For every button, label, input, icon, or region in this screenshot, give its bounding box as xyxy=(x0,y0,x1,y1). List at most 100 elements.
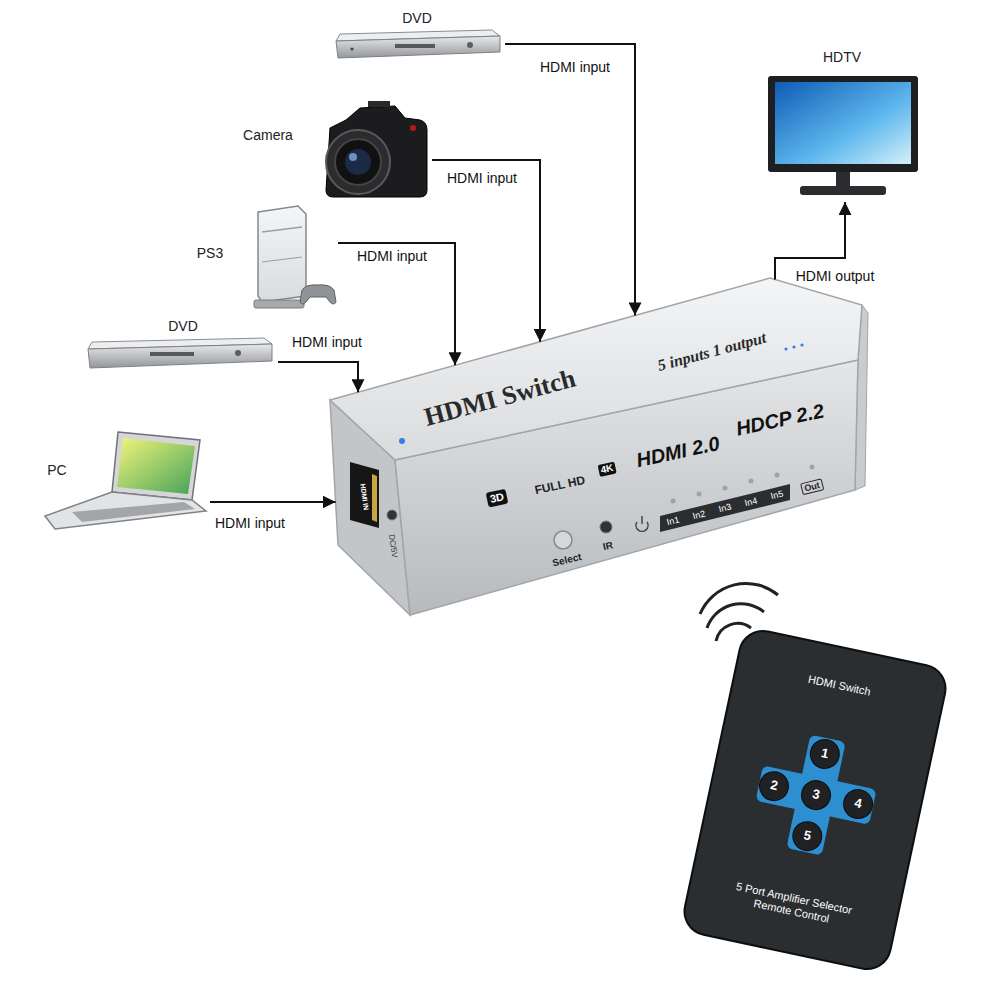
input-led xyxy=(749,479,754,484)
node-label: DVD xyxy=(168,318,198,334)
device-node: DVD xyxy=(330,5,505,62)
tv-frame xyxy=(768,76,918,172)
camera-lens-glint xyxy=(349,153,357,161)
part-label: 3D xyxy=(486,489,509,507)
camera-hotshoe xyxy=(368,101,390,107)
tv-neck xyxy=(836,172,850,186)
connection-label: HDMI input xyxy=(538,59,612,75)
node-label: 5 xyxy=(802,828,812,844)
dvd-knob xyxy=(235,350,241,356)
select-button xyxy=(554,531,572,549)
ir-window xyxy=(600,521,612,533)
node-label: 2 xyxy=(769,778,779,794)
camera-light xyxy=(410,125,416,131)
node-label: HDTV xyxy=(823,49,861,65)
laptop-screen xyxy=(117,438,195,494)
input-strip xyxy=(660,484,790,532)
camera-body xyxy=(326,106,427,197)
dvd-front-face xyxy=(88,344,272,368)
dvd-tray xyxy=(395,44,435,48)
ps3-controller xyxy=(300,285,336,304)
tv-base xyxy=(800,186,886,195)
remote-drawing xyxy=(680,627,950,974)
node-label: DVD xyxy=(402,10,432,26)
hdmi-cable-arrow xyxy=(432,160,540,342)
part-label: HDMI IN xyxy=(358,483,370,511)
dvd-front-face xyxy=(336,36,500,58)
hdmi-cable-arrow xyxy=(210,501,336,503)
connection-label: HDMI input xyxy=(445,170,519,186)
remote-button: 1 xyxy=(808,737,841,770)
part-label: FULL HD xyxy=(534,474,587,498)
power-symbol xyxy=(641,516,643,524)
dvd-knob xyxy=(467,42,473,48)
laptop-lid xyxy=(112,432,200,500)
ps3-slot xyxy=(262,227,302,232)
remote-button: 2 xyxy=(757,770,790,803)
tv-screen xyxy=(775,82,911,164)
camera-lens-glass xyxy=(345,149,371,175)
node-label: PS3 xyxy=(197,245,223,261)
remote-button: 4 xyxy=(841,787,874,820)
device-node: PS3 xyxy=(188,198,338,310)
connection-label: HDMI input xyxy=(213,515,287,531)
device-node: PC xyxy=(38,425,210,535)
input-led xyxy=(775,473,780,478)
node-label: 1 xyxy=(820,746,830,762)
connection-label: HDMI output xyxy=(794,268,877,284)
camera-lens xyxy=(326,130,390,194)
dc-jack xyxy=(387,510,397,520)
dvd-button xyxy=(351,48,354,51)
node-label: PC xyxy=(47,462,66,478)
connection-label: HDMI input xyxy=(355,248,429,264)
blue-dot xyxy=(784,347,787,350)
laptop-base xyxy=(45,492,206,529)
camera-lens-ring xyxy=(335,139,381,185)
ps3-stand xyxy=(254,300,304,308)
node-label: HDMI Switch xyxy=(807,673,872,699)
output-led xyxy=(810,465,815,470)
part-label: Select xyxy=(551,551,582,569)
device-node: DVD xyxy=(82,313,278,371)
input-led xyxy=(723,486,728,491)
ps3-console xyxy=(258,206,306,302)
switch-top-face xyxy=(330,278,862,460)
remote-button: 3 xyxy=(799,779,832,812)
node-label: 3 xyxy=(811,787,821,803)
part-label: In4 xyxy=(744,495,759,508)
remote-body xyxy=(680,627,950,974)
blue-dot xyxy=(792,345,795,348)
hdmi-cable-arrow xyxy=(505,44,635,315)
blue-led xyxy=(399,438,405,444)
node-label: 4 xyxy=(853,796,863,812)
node-label: 5 inputs 1 output xyxy=(656,329,769,376)
input-led xyxy=(671,499,676,504)
part-label: In5 xyxy=(770,488,785,501)
dvd-tray xyxy=(150,352,194,356)
node-label: HDMI Switch xyxy=(421,363,579,432)
signal-wave xyxy=(700,583,778,614)
part-label: DC/5V xyxy=(387,534,399,559)
hdmi-port xyxy=(350,462,379,528)
remote-cross xyxy=(786,735,845,856)
node-label: Camera xyxy=(243,127,293,143)
device-node: HDMI Switch 5 inputs 1 outputHDMI 2.0 HDCP… xyxy=(322,272,870,620)
input-led xyxy=(697,492,702,497)
blue-dot xyxy=(800,343,803,346)
node-label: 5 Port Amplifier Selector Remote Control xyxy=(717,877,869,933)
device-node: Camera xyxy=(232,98,432,205)
part-label: Out xyxy=(800,478,824,495)
node-label: HDMI 2.0 xyxy=(634,432,721,472)
part-label: In2 xyxy=(692,508,707,521)
node-label: HDCP 2.2 xyxy=(734,399,826,440)
ps3-groove xyxy=(262,257,302,262)
part-label: 4K xyxy=(598,462,617,477)
remote-button: 5 xyxy=(791,820,824,853)
part-label: In1 xyxy=(666,514,681,527)
device-node: HDMI Switch 5 Port Amplifier Selector Rem… xyxy=(680,627,950,974)
connection-label: HDMI input xyxy=(290,334,364,350)
hdmi-port-pins xyxy=(372,474,377,522)
part-label: IR xyxy=(602,539,614,552)
